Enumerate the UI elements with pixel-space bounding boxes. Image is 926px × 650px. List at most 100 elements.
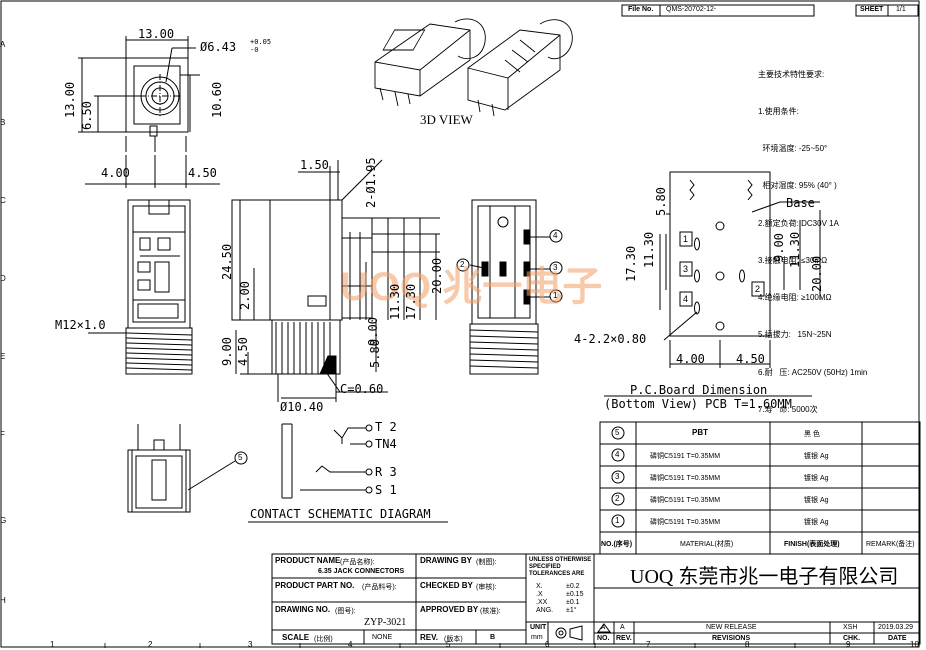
bom-row-finish: 镀银 Ag <box>804 453 829 460</box>
rev-header-date: DATE <box>888 635 907 642</box>
dim-11-30-mid: 11.30 <box>388 283 402 320</box>
bom-row-no: 1 <box>615 516 620 525</box>
schematic-title: CONTACT SCHEMATIC DIAGRAM <box>250 507 431 521</box>
dim-5-80-mid: 5.80 <box>368 339 382 368</box>
sheet-value: 1/1 <box>896 6 906 13</box>
dim-13-00-vertical: 13.00 <box>63 81 77 118</box>
border-number: 8 <box>745 640 750 649</box>
file-no-label: File No. <box>628 6 654 13</box>
border-letter: B <box>0 118 6 127</box>
callout-5: 5 <box>238 453 243 462</box>
spec-notes-title: 主要技术特性要求: <box>758 69 825 79</box>
border-number: 3 <box>248 640 253 649</box>
checked-by-label: CHECKED BY <box>420 581 473 590</box>
bom-row-material: 磷铜C5191 T=0.35MM <box>650 519 721 526</box>
tol-val: ±0.2 <box>566 583 580 590</box>
spec-note-line: 5.插拔力: 15N~25N <box>758 330 832 340</box>
dim-4-50-side: 4.50 <box>236 337 250 366</box>
spec-notes: 主要技术特性要求: 1.使用条件: 环境温度: -25~50° 相对湿度: 95… <box>758 44 867 429</box>
rev-header-no: NO. <box>597 635 610 642</box>
rev-row-desc: NEW RELEASE <box>706 624 757 631</box>
dim-2-dia-1-95: 2-Ø1.95 <box>364 157 378 208</box>
dim-tol-plus: +0.05 <box>250 38 272 46</box>
dim-tol-minus: -0 <box>250 46 259 54</box>
unit-label: UNIT <box>530 624 547 631</box>
bom-row-material: 磷铜C5191 T=0.35MM <box>650 453 721 460</box>
base-label: Base <box>786 196 815 210</box>
thread-m12: M12×1.0 <box>55 318 106 332</box>
dim-4-50-pcb: 4.50 <box>736 352 765 366</box>
schematic-pin-r3: R 3 <box>375 465 397 479</box>
border-number: 7 <box>646 640 651 649</box>
scale-label: SCALE <box>282 633 310 642</box>
rev-row-date: 2019.03.29 <box>878 624 914 631</box>
pcb-pin-1: 1 <box>683 234 689 244</box>
dim-1-50: 1.50 <box>300 158 329 172</box>
dim-24-50: 24.50 <box>220 243 234 280</box>
bom-header-material: MATERIAL(材质) <box>680 541 734 548</box>
product-part-cn: (产品料号): <box>362 584 397 591</box>
rev-header-rev: REV. <box>616 635 632 642</box>
bom-row-no: 4 <box>615 450 620 459</box>
spec-note-line: 环境温度: -25~50° <box>758 144 828 154</box>
drawing-by-label: DRAWING BY <box>420 556 472 565</box>
dim-17-30-pcb: 17.30 <box>624 245 638 282</box>
approved-by-cn: (核准): <box>480 608 501 615</box>
rev-value: B <box>490 634 496 641</box>
border-letter: H <box>0 596 6 605</box>
dim-4-00-pcb: 4.00 <box>676 352 705 366</box>
product-name-value: 6.35 JACK CONNECTORS <box>318 568 405 575</box>
dim-5-80-pcb: 5.80 <box>654 187 668 216</box>
dim-11-30-pcb-left: 11.30 <box>642 231 656 268</box>
tolerance-title: UNLESS OTHERWISE SPECIFIED TOLERANCES AR… <box>529 557 592 577</box>
spec-note-line: 3.接触电阻: ≤30mΩ <box>758 255 828 265</box>
pcb-pin-2: 2 <box>755 284 761 294</box>
border-number: 5 <box>446 640 451 649</box>
dim-17-30-mid: 17.30 <box>404 283 418 320</box>
pcb-pin-3: 3 <box>683 264 689 274</box>
dim-13-00: 13.00 <box>138 27 175 41</box>
dim-4-50-top: 4.50 <box>188 166 217 180</box>
dim-dia-10-40: Ø10.40 <box>280 400 324 414</box>
view-3d-label: 3D VIEW <box>420 112 473 127</box>
rev-header-chk: CHK. <box>843 635 861 642</box>
border-number: 9 <box>846 640 851 649</box>
approved-by-label: APPROVED BY <box>420 605 479 614</box>
bom-header-no: NO.(序号) <box>601 541 633 548</box>
file-no-value: QMS-20702-12- <box>666 6 717 13</box>
checked-by-cn: (审核): <box>476 584 497 591</box>
bom-row-no: 5 <box>615 428 620 437</box>
dim-6-50: 6.50 <box>80 101 94 130</box>
border-number: 4 <box>348 640 353 649</box>
callout-3: 3 <box>553 263 558 272</box>
drawing-no-label: DRAWING NO. <box>275 605 331 614</box>
border-number: 2 <box>148 640 153 649</box>
border-letter: D <box>0 274 6 283</box>
bom-row-finish: 镀银 Ag <box>804 519 829 526</box>
rev-cn: (版本) <box>444 636 463 643</box>
rev-triangle: A <box>601 625 606 631</box>
bom-row-finish: 黑 色 <box>804 431 820 438</box>
pcb-pin-4: 4 <box>683 294 689 304</box>
dim-2-00: 2.00 <box>238 281 252 310</box>
schematic-pin-tn4: TN4 <box>375 437 397 451</box>
border-letter: F <box>0 430 5 439</box>
drawing-no-value: ZYP-3021 <box>364 617 407 628</box>
spec-note-line: 4.绝缘电阻: ≥100MΩ <box>758 293 832 303</box>
rev-header-revisions: REVISIONS <box>712 635 751 642</box>
product-part-label: PRODUCT PART NO. <box>275 581 355 590</box>
callout-2: 2 <box>460 260 465 269</box>
schematic-pin-s1: S 1 <box>375 483 397 497</box>
spec-note-line: 7.寿 命: 5000次 <box>758 404 818 414</box>
border-number: 10 <box>910 640 919 649</box>
spec-note-line: 相对湿度: 95% (40° ) <box>758 181 837 191</box>
drawing-no-cn: (图号): <box>335 608 356 615</box>
pcb-subtitle: (Bottom View) PCB T=1.60MM <box>604 397 792 411</box>
tol-key: ANG. <box>536 607 554 614</box>
rev-row-chk: XSH <box>843 624 858 631</box>
bom-row-material: PBT <box>692 428 708 437</box>
product-name-cn: (产品名称): <box>340 559 375 566</box>
holes-spec: 4-2.2×0.80 <box>574 332 647 346</box>
bom-row-material: 磷铜C5191 T=0.35MM <box>650 475 721 482</box>
